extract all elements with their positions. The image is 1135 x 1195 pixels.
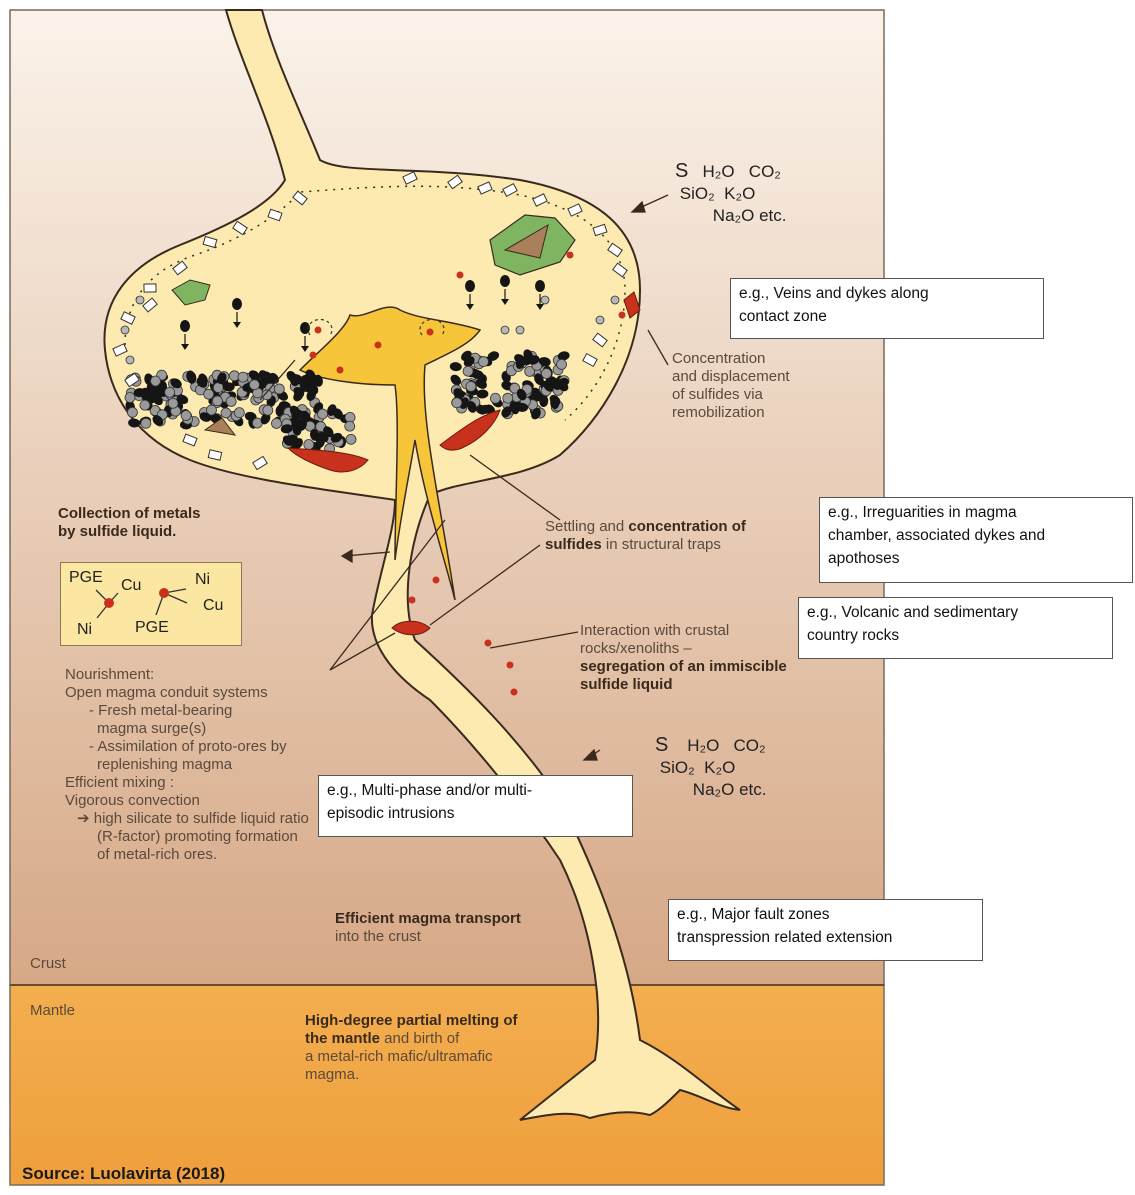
s-label-mid: S [655, 734, 668, 756]
concentration-label: Concentration and displacement of sulfid… [672, 350, 790, 422]
veins-box: e.g., Veins and dykes along contact zone [730, 278, 1044, 339]
veins-line-2: contact zone [739, 305, 1035, 328]
inset-ni-2: Ni [195, 571, 210, 589]
multiphase-line-2: episodic intrusions [327, 802, 624, 825]
volatiles-top: S H₂O CO₂ SiO₂ K₂O Na₂O etc. [675, 160, 786, 227]
metal-partitioning-inset: PGE Cu Ni Cu Ni PGE [60, 562, 242, 646]
concentration-line-2: and displacement [672, 368, 790, 386]
irregularities-line-3: apothoses [828, 547, 1124, 570]
nourishment-line-11: of metal-rich ores. [65, 846, 309, 864]
interaction-bold-2: sulfide liquid [580, 676, 673, 693]
nourishment-label: Nourishment: Open magma conduit systems … [65, 666, 309, 864]
settling-bold-2: sulfides [545, 536, 602, 553]
nourishment-line-2: Open magma conduit systems [65, 684, 309, 702]
arrow-icon: ➔ [77, 810, 94, 827]
multiphase-box: e.g., Multi-phase and/or multi- episodic… [318, 775, 633, 837]
volcanic-line-1: e.g., Volcanic and sedimentary [807, 601, 1104, 624]
concentration-line-3: of sulfides via [672, 386, 790, 404]
transport-normal: into the crust [335, 928, 521, 946]
nourishment-line-8: Vigorous convection [65, 792, 309, 810]
collection-label: Collection of metals by sulfide liquid. [58, 505, 201, 541]
inset-cu-1: Cu [121, 577, 141, 595]
na2o-label: Na₂O etc. [713, 206, 787, 225]
inset-pge-1: PGE [69, 569, 103, 587]
inset-cu-2: Cu [203, 597, 223, 615]
veins-line-1: e.g., Veins and dykes along [739, 282, 1035, 305]
interaction-label: Interaction with crustal rocks/xenoliths… [580, 622, 787, 694]
melting-rest-3: magma. [305, 1066, 518, 1084]
interaction-line-1: Interaction with crustal [580, 622, 787, 640]
nourishment-line-3: - Fresh metal-bearing [65, 702, 309, 720]
h2o-label-mid: H₂O [687, 736, 719, 755]
nourishment-line-10: (R-factor) promoting formation [65, 828, 309, 846]
co2-label-mid: CO₂ [734, 736, 766, 755]
inset-ni-1: Ni [77, 621, 92, 639]
volatiles-mid: S H₂O CO₂ SiO₂ K₂O Na₂O etc. [655, 734, 766, 801]
melting-rest-2: a metal-rich mafic/ultramafic [305, 1048, 518, 1066]
transport-label: Efficient magma transport into the crust [335, 910, 521, 946]
nourishment-line-6: replenishing magma [65, 756, 309, 774]
concentration-line-1: Concentration [672, 350, 790, 368]
source-caption: Source: Luolavirta (2018) [22, 1164, 225, 1184]
melting-label: High-degree partial melting of the mantl… [305, 1012, 518, 1084]
concentration-line-4: remobilization [672, 404, 790, 422]
settling-pre: Settling and [545, 518, 628, 535]
crust-label: Crust [30, 955, 66, 973]
irregularities-line-1: e.g., Irreguarities in magma [828, 501, 1124, 524]
nourishment-line-7: Efficient mixing : [65, 774, 309, 792]
fault-box: e.g., Major fault zones transpression re… [668, 899, 983, 961]
fault-line-1: e.g., Major fault zones [677, 903, 974, 926]
mantle-label: Mantle [30, 1002, 75, 1020]
irregularities-line-2: chamber, associated dykes and [828, 524, 1124, 547]
k2o-label: K₂O [724, 184, 755, 203]
melting-bold-1: High-degree partial melting of [305, 1012, 518, 1029]
sio2-label-mid: SiO₂ [660, 758, 695, 777]
volcanic-line-2: country rocks [807, 624, 1104, 647]
h2o-label: H₂O [703, 162, 735, 181]
na2o-label-mid: Na₂O etc. [693, 780, 767, 799]
fault-line-2: transpression related extension [677, 926, 974, 949]
multiphase-line-1: e.g., Multi-phase and/or multi- [327, 779, 624, 802]
collection-line-2: by sulfide liquid. [58, 523, 201, 541]
settling-bold-1: concentration of [628, 518, 746, 535]
irregularities-box: e.g., Irreguarities in magma chamber, as… [819, 497, 1133, 583]
settling-post: in structural traps [602, 536, 721, 553]
nourishment-line-5: - Assimilation of proto-ores by [65, 738, 309, 756]
melting-rest-1: and birth of [380, 1030, 459, 1047]
melting-bold-2: the mantle [305, 1030, 380, 1047]
nourishment-line-1: Nourishment: [65, 666, 309, 684]
nourishment-line-9: high silicate to sulfide liquid ratio [94, 810, 309, 827]
interaction-line-2: rocks/xenoliths – [580, 640, 787, 658]
transport-bold: Efficient magma transport [335, 910, 521, 927]
s-label: S [675, 160, 688, 182]
settling-label: Settling and concentration of sulfides i… [545, 518, 746, 554]
collection-line-1: Collection of metals [58, 505, 201, 523]
co2-label: CO₂ [749, 162, 781, 181]
inset-pge-2: PGE [135, 619, 169, 637]
k2o-label-mid: K₂O [704, 758, 735, 777]
nourishment-line-4: magma surge(s) [65, 720, 309, 738]
sio2-label: SiO₂ [680, 184, 715, 203]
interaction-bold-1: segregation of an immiscible [580, 658, 787, 675]
volcanic-box: e.g., Volcanic and sedimentary country r… [798, 597, 1113, 659]
